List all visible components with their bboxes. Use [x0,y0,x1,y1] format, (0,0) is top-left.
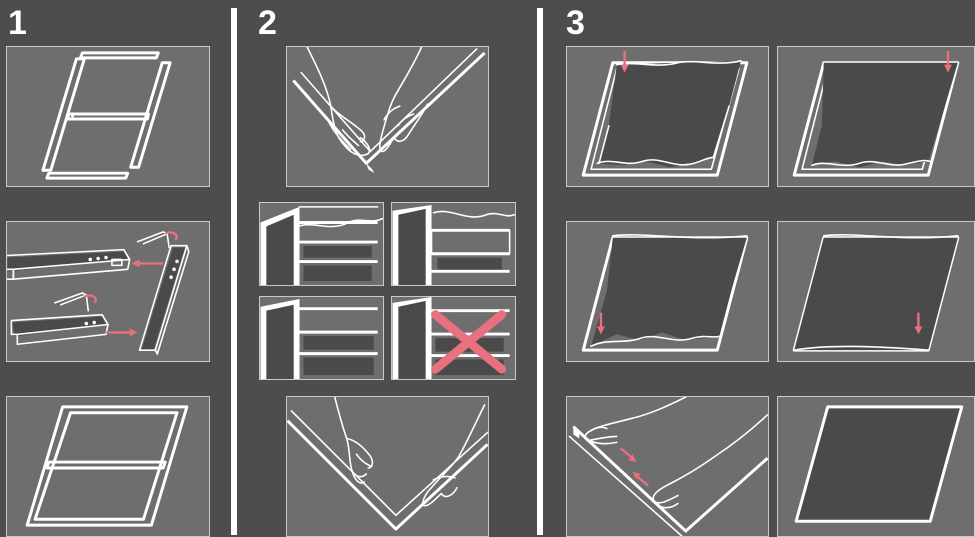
step-number-1: 1 [8,6,27,40]
step2-profile-incorrect [391,296,516,380]
step2-profile-detail-c [259,296,384,380]
step1-screw-connect-panel [6,221,210,362]
step3-fabric-top-right-panel [777,46,975,187]
step3-finished-panel [777,396,975,537]
step2-insert-fabric-panel [286,46,489,187]
step3-fabric-top-left-panel [566,46,769,187]
step3-fabric-bottom-right-panel [777,221,975,362]
step2-profile-detail-b [391,202,516,286]
step-number-2: 2 [258,6,277,40]
step1-assembled-frame-panel [6,396,210,537]
step-divider-1 [231,8,237,535]
step-divider-2 [537,8,543,535]
step3-fabric-bottom-left-panel [566,221,769,362]
step1-frame-parts-panel [6,46,210,187]
step3-smooth-edge-panel [566,396,769,537]
step2-profile-detail-a [259,202,384,286]
step-number-3: 3 [566,6,585,40]
step2-tuck-fabric-panel [286,396,489,537]
